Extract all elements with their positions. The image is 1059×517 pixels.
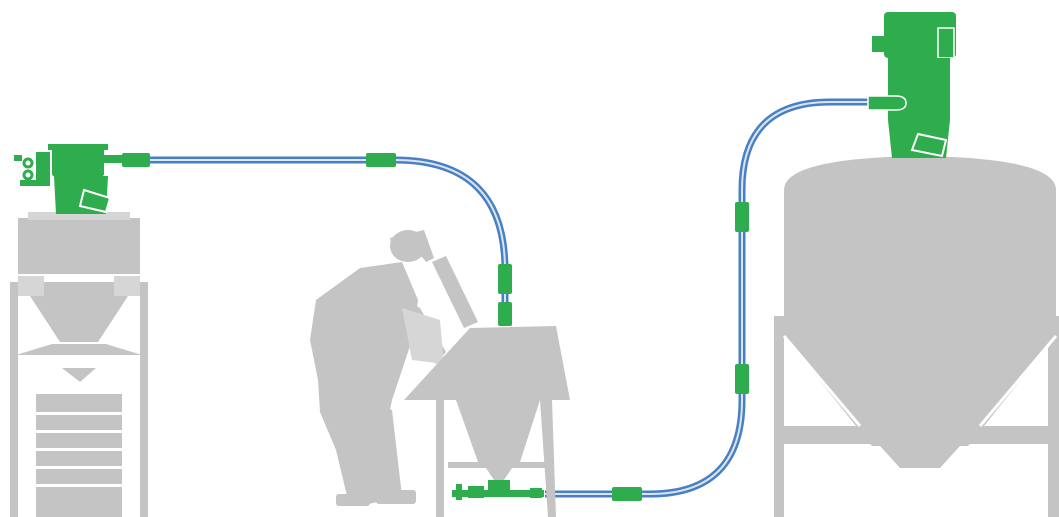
- valve-block: [36, 152, 50, 186]
- hopper-leg: [436, 400, 444, 517]
- silo-brace: [978, 335, 1058, 427]
- right-bracket: [114, 276, 140, 296]
- operator-boot: [336, 494, 370, 506]
- operator-leg: [344, 410, 388, 504]
- right-frame-leg: [140, 282, 148, 517]
- hopper-crossbar: [448, 462, 548, 468]
- valve-knob: [22, 169, 34, 181]
- receiver-nozzle: [910, 132, 948, 158]
- destination-silo-receiver: [867, 12, 956, 158]
- conveying-tubes: [150, 98, 868, 498]
- drum-stripe: [36, 448, 122, 451]
- operator-leg: [368, 400, 402, 500]
- hopper-bin: [456, 400, 540, 462]
- source-receiver: [14, 144, 122, 214]
- drum-stripe: [36, 430, 122, 433]
- receiver-lid: [48, 144, 108, 150]
- bag-chute: [432, 256, 478, 328]
- left-frame-leg: [10, 282, 18, 517]
- tube-run-1-highlight: [150, 159, 506, 310]
- coupling: [735, 364, 749, 394]
- silo: [774, 156, 1059, 517]
- drum-stripe: [36, 484, 122, 487]
- hopper-lid: [28, 212, 130, 220]
- valve-tab: [20, 180, 36, 186]
- coupling: [735, 202, 749, 232]
- operator-hat: [390, 230, 434, 262]
- receiver-outlet: [104, 155, 122, 163]
- hopper-body: [18, 218, 140, 274]
- operator-boot: [376, 490, 416, 504]
- discharge-cone: [30, 296, 128, 342]
- material-sack: [402, 308, 444, 364]
- coupling: [122, 153, 150, 167]
- feed-flange: [456, 484, 462, 500]
- tube-run-2-highlight: [545, 101, 868, 495]
- frame-top-rail: [10, 282, 148, 296]
- coupling: [366, 153, 396, 167]
- silo-body: [784, 156, 1056, 336]
- feed-valve: [468, 486, 484, 498]
- drum-stripe: [36, 466, 122, 469]
- transfer-hopper: [404, 326, 570, 517]
- receiver-inlet: [867, 95, 907, 111]
- receiver-nozzle: [78, 188, 112, 214]
- hopper-leg: [540, 400, 556, 517]
- coupling: [498, 264, 512, 294]
- valve-knob: [22, 157, 34, 169]
- feed-adapter: [488, 480, 510, 490]
- left-bracket: [18, 276, 44, 296]
- operator: [310, 230, 478, 506]
- coupling: [498, 302, 512, 326]
- drum-stripe: [36, 412, 122, 415]
- cone-collar: [16, 344, 142, 355]
- valve-tab: [14, 155, 22, 161]
- receiver-head: [52, 148, 104, 176]
- silo-outlet: [880, 446, 960, 468]
- coupling: [612, 487, 642, 501]
- receiver-motor-tab: [872, 36, 886, 52]
- silo-brace: [782, 335, 862, 427]
- hopper-outlet: [486, 468, 512, 480]
- silo-leg: [1048, 316, 1059, 517]
- hopper-hood: [404, 326, 570, 400]
- silo-leg: [774, 316, 784, 517]
- feed-pipe: [452, 490, 544, 497]
- receiver-motor-panel: [937, 27, 955, 59]
- feed-coupling: [530, 488, 542, 498]
- cone-outlet: [62, 368, 96, 382]
- tube-couplings: [122, 153, 749, 501]
- left-discharge-station: [10, 212, 148, 517]
